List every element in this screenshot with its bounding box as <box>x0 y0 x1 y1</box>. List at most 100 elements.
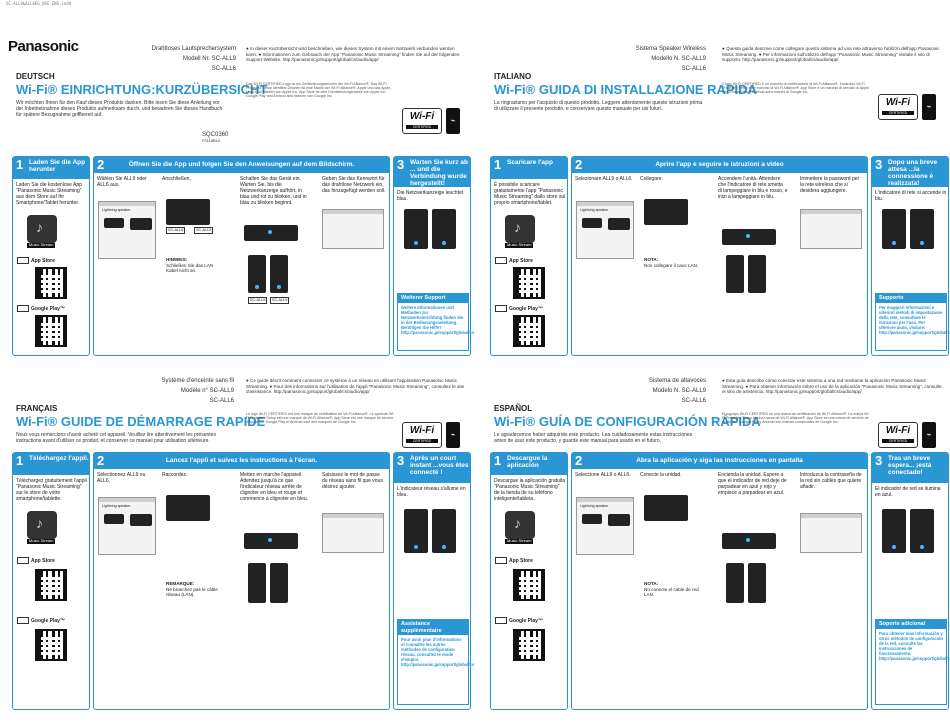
step-1-header: 1 Scaricare l'app <box>491 157 567 179</box>
note-text: Schließen Sie das LAN Kabel nicht an. <box>166 262 214 274</box>
note-box: NOTA: Non collegare il cavo LAN. <box>644 257 704 268</box>
speaker-all6 <box>582 514 602 524</box>
step-number: 3 <box>397 157 405 172</box>
step-2d-text: Introduzca la contraseña de la red sin c… <box>800 472 862 491</box>
step-2d-text: Immettere la password per la rete wirele… <box>800 176 860 195</box>
speaker-label-1: SC-ALL6 <box>166 227 186 234</box>
app-store-label: App Store <box>17 557 55 564</box>
step-3-panel: 3 Après un court instant ...vous êtes co… <box>393 452 474 710</box>
app-screen-password <box>800 513 862 553</box>
app-screen-select: Lightning speaker <box>98 497 156 555</box>
step-2c-text: Accendere l'unità. Attendere che l'indic… <box>718 176 788 201</box>
google-play-label: Google Play™ <box>17 305 65 312</box>
wifi-logo-text: Wi-Fi <box>885 97 911 108</box>
support-text[interactable]: Para obtener más información y otros mét… <box>879 630 950 661</box>
speaker-connected-2 <box>910 509 934 553</box>
step-heading: Laden Sie die App herunter <box>29 159 86 174</box>
step-number: 2 <box>97 453 105 468</box>
step-number: 1 <box>494 453 502 468</box>
step-heading: Scaricare l'app <box>507 159 553 166</box>
network-led <box>414 545 418 549</box>
language-heading: FRANÇAIS <box>16 404 58 413</box>
model-number: Modelo N. SC-ALL9 <box>652 388 706 395</box>
note-text: Ne branchez pas le câble réseau (LAN). <box>166 586 218 598</box>
app-name-label: Music Stream <box>505 538 534 544</box>
step-1-text: Laden Sie die kostenlose App "Panasonic … <box>16 182 82 207</box>
screen-bar <box>99 498 155 502</box>
wps-icon: ⌁ <box>922 94 936 120</box>
step-2b-text: Raccordez. <box>162 472 188 478</box>
product-type: Sistema de altavoces <box>648 378 706 384</box>
intro-bullets: ● Ce guide décrit comment connecter ce s… <box>246 378 465 394</box>
step-3-text: Die Netzwerkanzeige leuchtet blau. <box>397 190 464 203</box>
support-box: Supporto Per maggiori informazioni e ult… <box>875 293 950 351</box>
doc-code-main: SQC0360 <box>202 132 229 138</box>
step-number: 1 <box>16 157 24 172</box>
screen-bar <box>323 514 383 518</box>
network-led <box>442 545 446 549</box>
step-1-panel: 1 Laden Sie die App herunter Laden Sie d… <box>12 156 90 356</box>
step-3-header: 3 Tras un breve espera... ¡está conectad… <box>872 453 948 483</box>
step-3-panel: 3 Tras un breve espera... ¡está conectad… <box>871 452 950 710</box>
wifi-logo-text: Wi-Fi <box>409 111 435 122</box>
product-info: Sistema Speaker Wireless Modello N. SC-A… <box>586 46 706 77</box>
product-info: Sistema de altavoces Modelo N. SC-ALL9 S… <box>586 378 706 409</box>
speaker-connected-2 <box>910 209 934 249</box>
step-3-panel: 3 Warten Sie kurz ab ... und die Verbind… <box>393 156 474 356</box>
speaker-connected <box>882 509 906 553</box>
speaker-unit-a <box>248 563 266 603</box>
speaker-back <box>166 199 210 225</box>
step-2-panel: 2 Öffnen Sie die App und folgen Sie den … <box>93 156 390 356</box>
wifi-logo-text: Wi-Fi <box>885 425 911 436</box>
support-text[interactable]: Weitere Informationen und Methoden zur N… <box>401 304 474 335</box>
network-led <box>442 241 446 245</box>
language-heading: ITALIANO <box>494 72 532 81</box>
speaker-front <box>722 533 776 549</box>
step-2a-text: Sélectionnez ALL9 ou ALL6. <box>97 472 146 485</box>
page-title: Wi-Fi® EINRICHTUNG:KURZÜBERSICHT <box>16 82 268 97</box>
google-play-label: Google Play™ <box>495 305 543 312</box>
intro-bullets: ● Esta guía describe cómo conectar este … <box>722 378 942 394</box>
app-name-label: Music Stream <box>27 538 56 544</box>
screen-bar <box>801 210 861 214</box>
step-heading: Öffnen Sie die App und folgen Sie den An… <box>128 161 355 168</box>
product-info: Système d'enceinte sans fil Modèle n° SC… <box>114 378 234 409</box>
step-heading: Descargue la aplicación <box>507 455 548 470</box>
support-text[interactable]: Pour avoir plus d'informations et connaî… <box>401 637 474 668</box>
step-3-panel: 3 Dopo una breve attesa ...la connession… <box>871 156 950 356</box>
music-app-icon <box>505 511 535 539</box>
step-2a-text: Seleccione ALL9 o ALL6. <box>575 472 631 478</box>
support-title: Supporto <box>876 294 946 303</box>
network-led <box>746 234 750 238</box>
speaker-label-2: SC-ALL9 <box>270 297 290 304</box>
step-number: 3 <box>875 157 883 172</box>
app-screen-password <box>322 513 384 553</box>
quadrant-french: FRANÇAIS Wi-Fi® GUIDE DE DÉMARRAGE RAPID… <box>4 366 474 716</box>
screen-bar <box>577 202 633 206</box>
note-title: NOTA: <box>644 257 659 262</box>
step-2-panel: 2 Lancez l'appli et suivez les instructi… <box>93 452 390 710</box>
speaker-all9 <box>130 514 152 526</box>
app-screen-password <box>800 209 862 249</box>
screen-title: Lightning speaker <box>102 504 131 508</box>
trademark-text: El logotipo Wi-Fi CERTIFIED es una marca… <box>722 412 870 425</box>
google-play-label: Google Play™ <box>17 617 65 624</box>
intro-text: Le agradecemos haber adquirido este prod… <box>494 432 693 444</box>
step-2d-text: Geben Sie das Kennwort für das drahtlose… <box>322 176 386 195</box>
page-title: Wi-Fi® GUIDA DI INSTALLAZIONE RAPIDA <box>494 82 757 97</box>
network-led <box>746 538 750 542</box>
speaker-unit-b <box>748 255 766 293</box>
speaker-back <box>644 495 688 521</box>
product-type: Drahtloses Lautsprechersystem <box>151 46 236 52</box>
intro-text: Wir möchten Ihnen für den Kauf dieses Pr… <box>16 100 223 118</box>
speaker-all6 <box>582 218 602 228</box>
speaker-front <box>244 533 298 549</box>
page-title: Wi-Fi® GUÍA DE CONFIGURACIÓN RÁPIDA <box>494 414 761 429</box>
wps-icon: ⌁ <box>922 422 936 448</box>
intro-text: Nous vous remercions d'avoir acheté cet … <box>16 432 216 444</box>
step-2b-text: Anschließen. <box>162 176 191 182</box>
support-text[interactable]: Per maggiori informazioni e ulteriori me… <box>879 304 950 335</box>
google-play-label: Google Play™ <box>495 617 543 624</box>
speaker-all9 <box>608 218 630 230</box>
product-type: Sistema Speaker Wireless <box>635 46 706 52</box>
